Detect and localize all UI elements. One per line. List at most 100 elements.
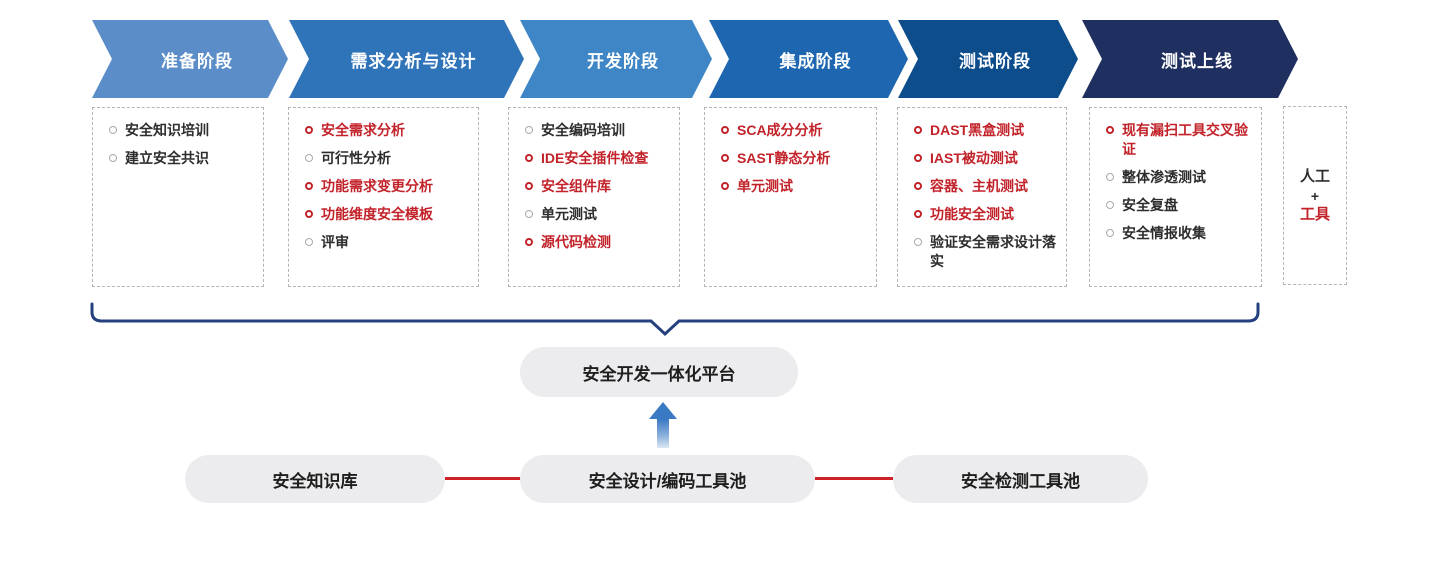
phase-chevron: 测试阶段 [898,20,1078,98]
list-item-label: 安全复盘 [1122,197,1178,213]
list-item-label: 可行性分析 [321,150,391,166]
phase-label: 测试阶段 [959,51,1031,71]
circle-bullet-icon [914,210,922,218]
connector-line [815,477,893,480]
list-item-label: 功能维度安全模板 [321,206,433,222]
platform-pill: 安全开发一体化平台 [520,347,798,397]
pool-label: 安全知识库 [272,471,358,491]
brace-bracket [90,302,1260,337]
connector-line [445,477,520,480]
phase-item-box: 现有漏扫工具交叉验证整体渗透测试安全复盘安全情报收集 [1089,107,1262,287]
list-item: DAST黑盒测试 [914,121,1058,140]
list-item: 安全情报收集 [1106,224,1253,243]
circle-bullet-icon [914,154,922,162]
list-item-label: 功能需求变更分析 [321,178,433,194]
list-item: 功能安全测试 [914,205,1058,224]
circle-bullet-icon [525,154,533,162]
up-arrow-tail [657,419,669,448]
list-item: 可行性分析 [305,149,470,168]
plus-sign: + [1310,187,1320,204]
list-item: 安全组件库 [525,177,671,196]
phase-label: 开发阶段 [587,51,659,71]
list-item: 功能需求变更分析 [305,177,470,196]
list-item: 单元测试 [525,205,671,224]
list-item: 验证安全需求设计落实 [914,233,1058,271]
circle-bullet-icon [721,126,729,134]
up-arrow-icon [649,402,677,448]
list-item-label: 功能安全测试 [930,206,1014,222]
list-item: 现有漏扫工具交叉验证 [1106,121,1253,159]
list-item-label: 评审 [321,234,349,250]
pool-design-coding-tools: 安全设计/编码工具池 [520,455,815,503]
phase-label: 需求分析与设计 [350,51,477,71]
platform-label: 安全开发一体化平台 [582,364,736,384]
phase-label: 集成阶段 [779,51,852,71]
pool-label: 安全检测工具池 [961,471,1080,491]
circle-bullet-icon [305,238,313,246]
list-item-label: SCA成分分析 [737,122,823,138]
list-item: IDE安全插件检查 [525,149,671,168]
pool-knowledge-base: 安全知识库 [185,455,445,503]
list-item: 整体渗透测试 [1106,168,1253,187]
up-arrow-head [649,402,677,419]
list-item-label: 单元测试 [541,206,597,222]
phase-item-box: SCA成分分析 SAST静态分析单元测试 [704,107,877,287]
circle-bullet-icon [914,238,922,246]
circle-bullet-icon [1106,126,1114,134]
circle-bullet-icon [305,210,313,218]
list-item: IAST被动测试 [914,149,1058,168]
circle-bullet-icon [525,182,533,190]
circle-bullet-icon [305,154,313,162]
list-item-label: 容器、主机测试 [930,178,1028,194]
circle-bullet-icon [525,126,533,134]
list-item: 源代码检测 [525,233,671,252]
list-item: SCA成分分析 [721,121,868,140]
phase-chevron: 开发阶段 [520,20,712,98]
circle-bullet-icon [525,238,533,246]
circle-bullet-icon [1106,201,1114,209]
phase-label: 准备阶段 [161,51,233,71]
phase-item-box: 安全需求分析可行性分析功能需求变更分析功能维度安全模板评审 [288,107,479,287]
circle-bullet-icon [721,154,729,162]
list-item-label: IDE安全插件检查 [541,150,649,166]
list-item-label: IAST被动测试 [930,150,1018,166]
pool-label: 安全设计/编码工具池 [588,471,747,491]
list-item-label: 安全知识培训 [125,122,209,138]
circle-bullet-icon [1106,229,1114,237]
list-item: 安全复盘 [1106,196,1253,215]
list-item-label: 整体渗透测试 [1122,169,1206,185]
list-item: 安全知识培训 [109,121,255,140]
circle-bullet-icon [1106,173,1114,181]
list-item: 安全需求分析 [305,121,470,140]
list-item-label: 验证安全需求设计落实 [930,234,1056,269]
circle-bullet-icon [914,126,922,134]
phase-item-box: 安全编码培训 IDE安全插件检查安全组件库单元测试源代码检测 [508,107,680,287]
list-item-label: 单元测试 [737,178,793,194]
list-item: 功能维度安全模板 [305,205,470,224]
circle-bullet-icon [721,182,729,190]
phase-chevron: 集成阶段 [709,20,908,98]
list-item: 评审 [305,233,470,252]
list-item-label: 安全需求分析 [321,122,405,138]
phase-label: 测试上线 [1161,51,1233,71]
manual-plus-tools-box: 人工 + 工具 [1283,106,1347,285]
list-item-label: DAST黑盒测试 [930,122,1025,138]
list-item: 容器、主机测试 [914,177,1058,196]
circle-bullet-icon [109,154,117,162]
circle-bullet-icon [525,210,533,218]
phase-item-box: DAST黑盒测试 IAST被动测试容器、主机测试功能安全测试验证安全需求设计落实 [897,107,1067,287]
list-item-label: SAST静态分析 [737,150,831,166]
list-item-label: 安全情报收集 [1122,225,1206,241]
phase-chevron: 需求分析与设计 [289,20,524,98]
list-item: 单元测试 [721,177,868,196]
circle-bullet-icon [305,182,313,190]
list-item-label: 现有漏扫工具交叉验证 [1122,122,1248,157]
circle-bullet-icon [914,182,922,190]
list-item: 建立安全共识 [109,149,255,168]
circle-bullet-icon [305,126,313,134]
circle-bullet-icon [109,126,117,134]
phase-chevron: 准备阶段 [92,20,288,98]
list-item: 安全编码培训 [525,121,671,140]
manual-label: 人工 [1299,167,1330,185]
